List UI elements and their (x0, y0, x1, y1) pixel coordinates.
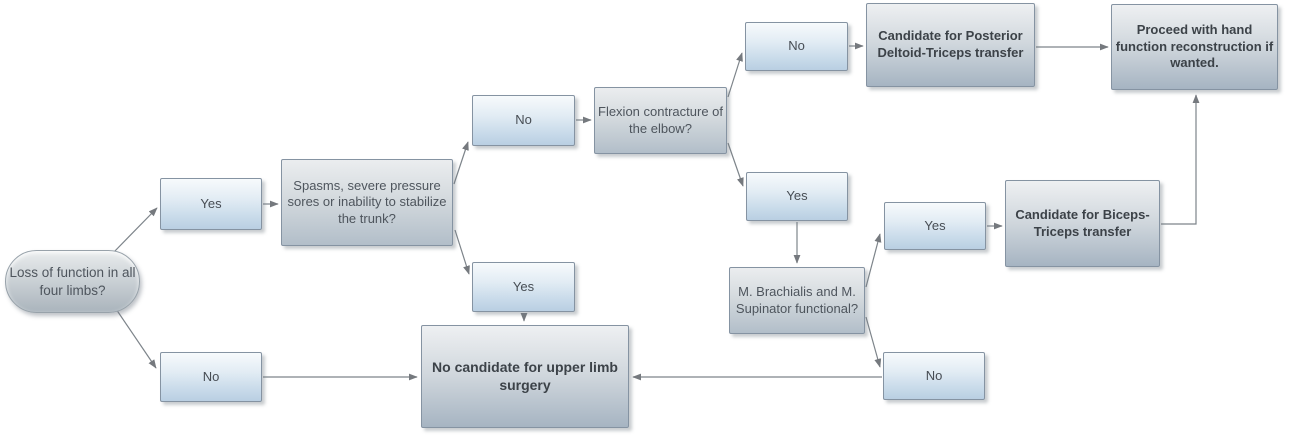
edge-elbow-to-no (727, 52, 743, 98)
node-no-muscles: No (883, 352, 985, 400)
node-yes-biceps: Yes (884, 202, 986, 250)
node-result-hand-reconstruction: Proceed with hand function reconstructio… (1111, 4, 1278, 90)
edge-muscles-to-no (865, 316, 882, 368)
node-yes-elbow: Yes (746, 172, 848, 221)
node-yes-trunk: Yes (160, 178, 262, 230)
node-result-biceps-triceps-transfer: Candidate for Biceps-Triceps transfer (1005, 180, 1160, 267)
edge-elbow-to-yes (727, 142, 744, 187)
node-question-muscles: M. Brachialis and M. Supinator functiona… (729, 267, 865, 334)
node-question-trunk: Spasms, severe pressure sores or inabili… (281, 159, 453, 246)
node-result-no-candidate: No candidate for upper limb surgery (421, 325, 629, 428)
edge-start-to-no (113, 305, 157, 369)
edge-trunk-to-no (453, 141, 469, 185)
edge-start-to-yes (111, 207, 158, 255)
edge-biceps-to-hand (1161, 94, 1200, 225)
node-yes-nocandidate: Yes (472, 262, 575, 312)
edge-trunk-to-yes (454, 229, 470, 275)
node-no-start: No (160, 352, 262, 402)
node-start-loss-of-function: Loss of function in all four limbs? (5, 250, 140, 313)
node-no-elbow: No (472, 95, 575, 146)
edge-muscles-to-yes (865, 233, 882, 288)
node-no-deltoid: No (745, 22, 848, 71)
node-result-deltoid-triceps-transfer: Candidate for Posterior Deltoid-Triceps … (866, 3, 1035, 87)
node-question-elbow: Flexion contracture of the elbow? (594, 87, 727, 154)
